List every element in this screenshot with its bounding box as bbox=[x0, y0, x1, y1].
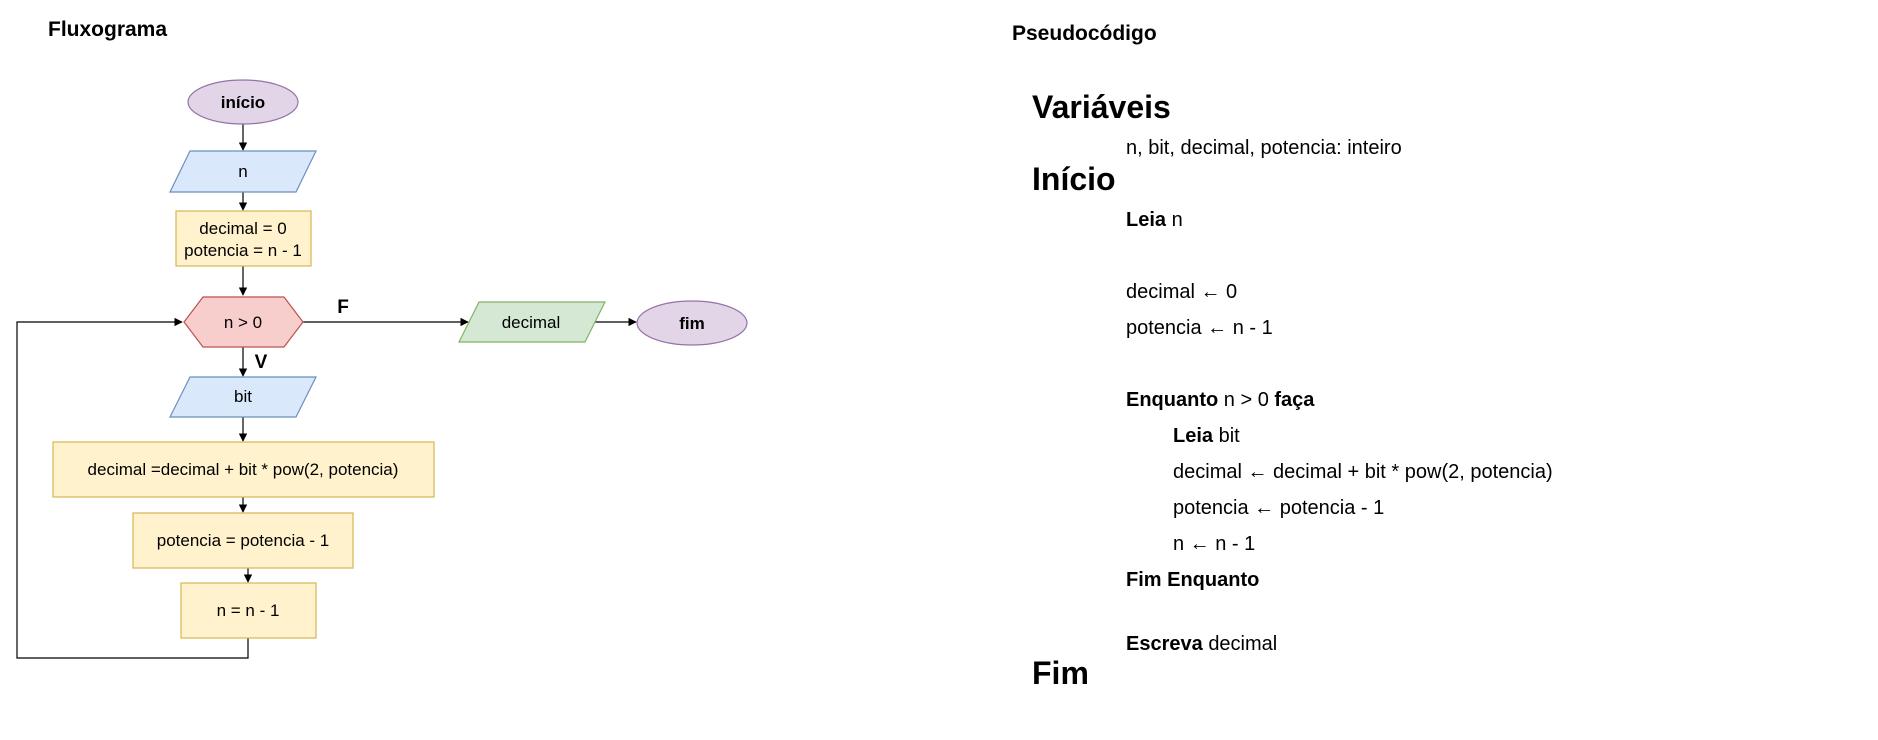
input-bit-label: bit bbox=[234, 387, 252, 406]
end-terminal bbox=[636, 300, 748, 346]
flowchart-title: Fluxograma bbox=[48, 18, 168, 41]
loop-n-line: n ← n - 1 bbox=[1173, 533, 1256, 555]
end-label: fim bbox=[679, 314, 705, 333]
input-n-label: n bbox=[238, 162, 247, 181]
write-line: Escreva decimal bbox=[1126, 632, 1277, 656]
read-keyword: Leia bbox=[1126, 209, 1167, 231]
init-process bbox=[175, 210, 312, 267]
variables-declaration: n, bit, decimal, potencia: inteiro bbox=[1126, 137, 1402, 159]
variables-heading: Variáveis bbox=[1032, 89, 1171, 125]
while-line: Enquanto n > 0 faça bbox=[1126, 388, 1314, 412]
output-decimal-label: decimal bbox=[502, 313, 561, 332]
input-n-shape bbox=[169, 150, 317, 193]
false-label: F bbox=[337, 297, 349, 318]
do-keyword: faça bbox=[1274, 389, 1315, 411]
calc-process bbox=[52, 441, 435, 498]
read-bit-keyword: Leia bbox=[1173, 425, 1214, 447]
output-decimal-shape bbox=[458, 301, 606, 343]
assign-potencia-line: potencia ← n - 1 bbox=[1126, 317, 1273, 339]
while-keyword: Enquanto bbox=[1126, 389, 1219, 411]
n-process bbox=[180, 582, 317, 639]
start-label: início bbox=[221, 93, 265, 112]
init-line1: decimal = 0 bbox=[199, 219, 286, 238]
loop-potencia-line: potencia ← potencia - 1 bbox=[1173, 497, 1385, 519]
read-bit-line: Leia bit bbox=[1173, 424, 1240, 448]
end-while-keyword: Fim Enquanto bbox=[1126, 569, 1260, 591]
true-label: V bbox=[255, 352, 268, 373]
write-keyword: Escreva bbox=[1126, 633, 1203, 655]
condition-decision bbox=[183, 296, 304, 348]
potencia-process bbox=[132, 512, 354, 569]
begin-heading: Início bbox=[1032, 161, 1116, 197]
condition-label: n > 0 bbox=[224, 313, 262, 332]
input-bit-shape bbox=[169, 376, 317, 418]
flowchart-diagram: início n decimal = 0 potencia = n - 1 n … bbox=[16, 79, 748, 659]
write-value: decimal bbox=[1208, 633, 1278, 655]
edge-loop-back bbox=[16, 317, 249, 659]
init-line2: potencia = n - 1 bbox=[184, 241, 302, 260]
read-n-var: n bbox=[1171, 209, 1183, 231]
assign-decimal-line: decimal ← 0 bbox=[1126, 281, 1238, 303]
while-condition: n > 0 bbox=[1223, 389, 1269, 411]
loop-calc-line: decimal ← decimal + bit * pow(2, potenci… bbox=[1173, 461, 1553, 483]
end-while-line: Fim Enquanto bbox=[1126, 568, 1259, 592]
calc-label: decimal =decimal + bit * pow(2, potencia… bbox=[88, 460, 399, 479]
start-terminal bbox=[187, 79, 299, 125]
read-bit-var: bit bbox=[1218, 425, 1240, 447]
end-heading: Fim bbox=[1032, 655, 1089, 691]
n-label: n = n - 1 bbox=[217, 601, 280, 620]
pseudocode-title: Pseudocódigo bbox=[1012, 22, 1157, 45]
read-n-line: Leia n bbox=[1126, 208, 1183, 232]
potencia-label: potencia = potencia - 1 bbox=[157, 531, 329, 550]
